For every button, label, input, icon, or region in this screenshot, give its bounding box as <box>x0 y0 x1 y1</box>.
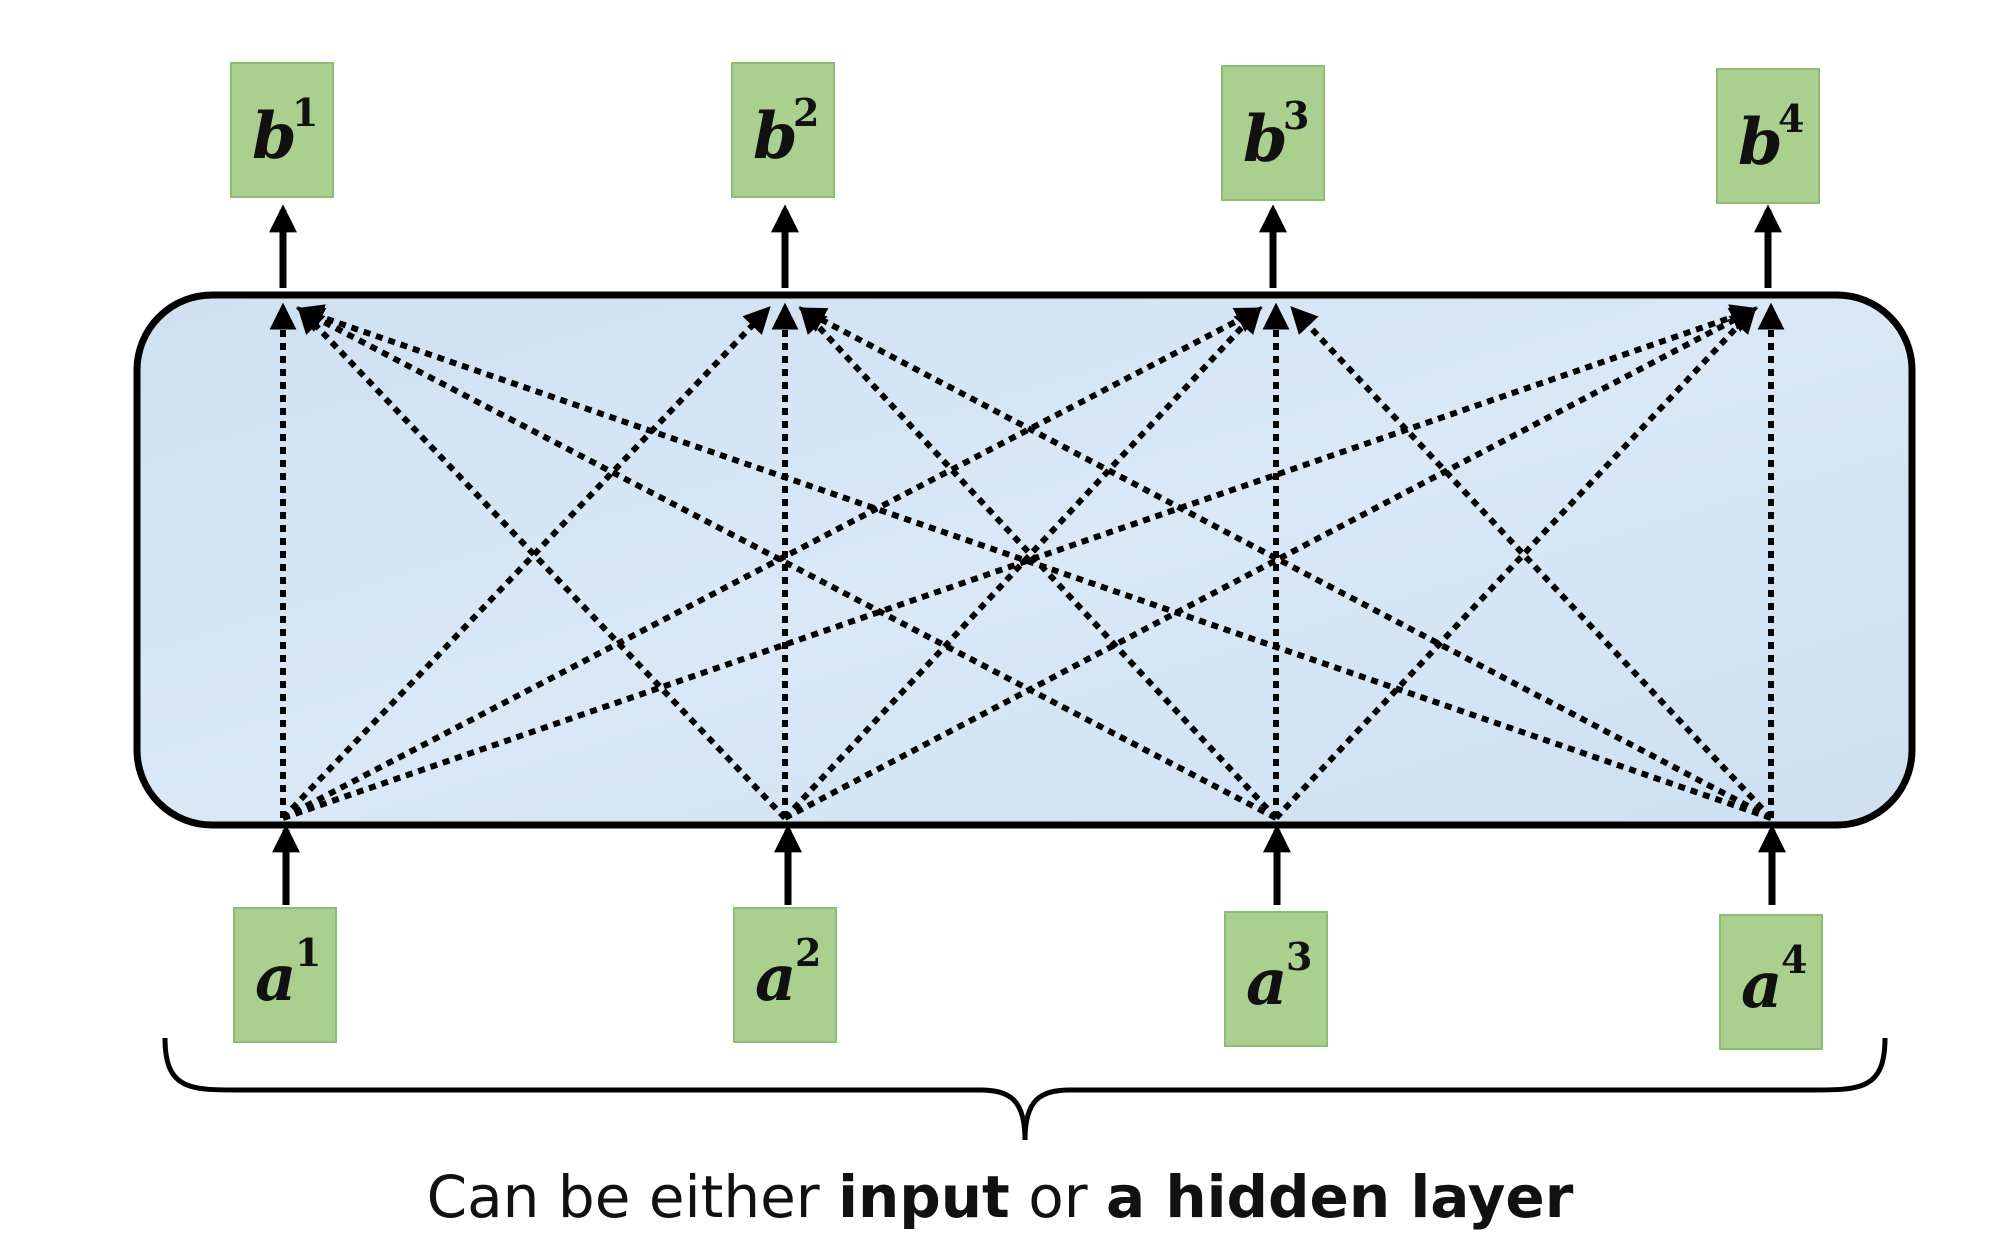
output-node-b3: b 3 <box>1221 65 1325 201</box>
connection-a3-b1 <box>296 307 1278 821</box>
input-node-a4: a 4 <box>1719 914 1823 1050</box>
input-node-a1: a 1 <box>233 907 337 1043</box>
connection-a2-b4 <box>783 307 1758 821</box>
svg-text:b: b <box>1243 102 1288 177</box>
caption-bold-hidden-layer: a hidden layer <box>1106 1163 1574 1231</box>
connection-a1-b3 <box>281 307 1263 821</box>
connection-a2-b3 <box>782 306 1262 821</box>
caption-text-2: or <box>1009 1163 1107 1231</box>
svg-text:2: 2 <box>793 90 819 135</box>
input-node-a3: a 3 <box>1224 911 1328 1047</box>
caption-text-1: Can be either <box>426 1163 839 1231</box>
svg-text:4: 4 <box>1778 96 1804 141</box>
svg-text:1: 1 <box>292 90 318 135</box>
output-node-b1: b 1 <box>230 62 334 198</box>
svg-text:4: 4 <box>1781 937 1807 982</box>
solid-arrows <box>269 204 1786 905</box>
connection-a4-b2 <box>798 307 1773 821</box>
svg-text:a: a <box>1741 948 1782 1023</box>
svg-text:a: a <box>255 941 296 1016</box>
input-node-a2: a 2 <box>733 907 837 1043</box>
svg-text:b: b <box>252 99 297 174</box>
output-node-b2: b 2 <box>731 62 835 198</box>
caption-bold-input: input <box>838 1163 1010 1231</box>
svg-text:b: b <box>1738 105 1783 180</box>
svg-text:a: a <box>1246 945 1287 1020</box>
caption: Can be either input or a hidden layer <box>0 1168 2000 1226</box>
svg-text:b: b <box>753 99 798 174</box>
connection-a3-b2 <box>799 306 1279 821</box>
dotted-connections <box>269 302 1785 821</box>
svg-text:a: a <box>755 941 796 1016</box>
output-node-b4: b 4 <box>1716 68 1820 204</box>
svg-text:2: 2 <box>795 930 821 975</box>
curly-brace <box>162 1037 1888 1141</box>
svg-text:1: 1 <box>295 930 321 975</box>
svg-text:3: 3 <box>1283 93 1309 138</box>
svg-text:3: 3 <box>1286 934 1312 979</box>
